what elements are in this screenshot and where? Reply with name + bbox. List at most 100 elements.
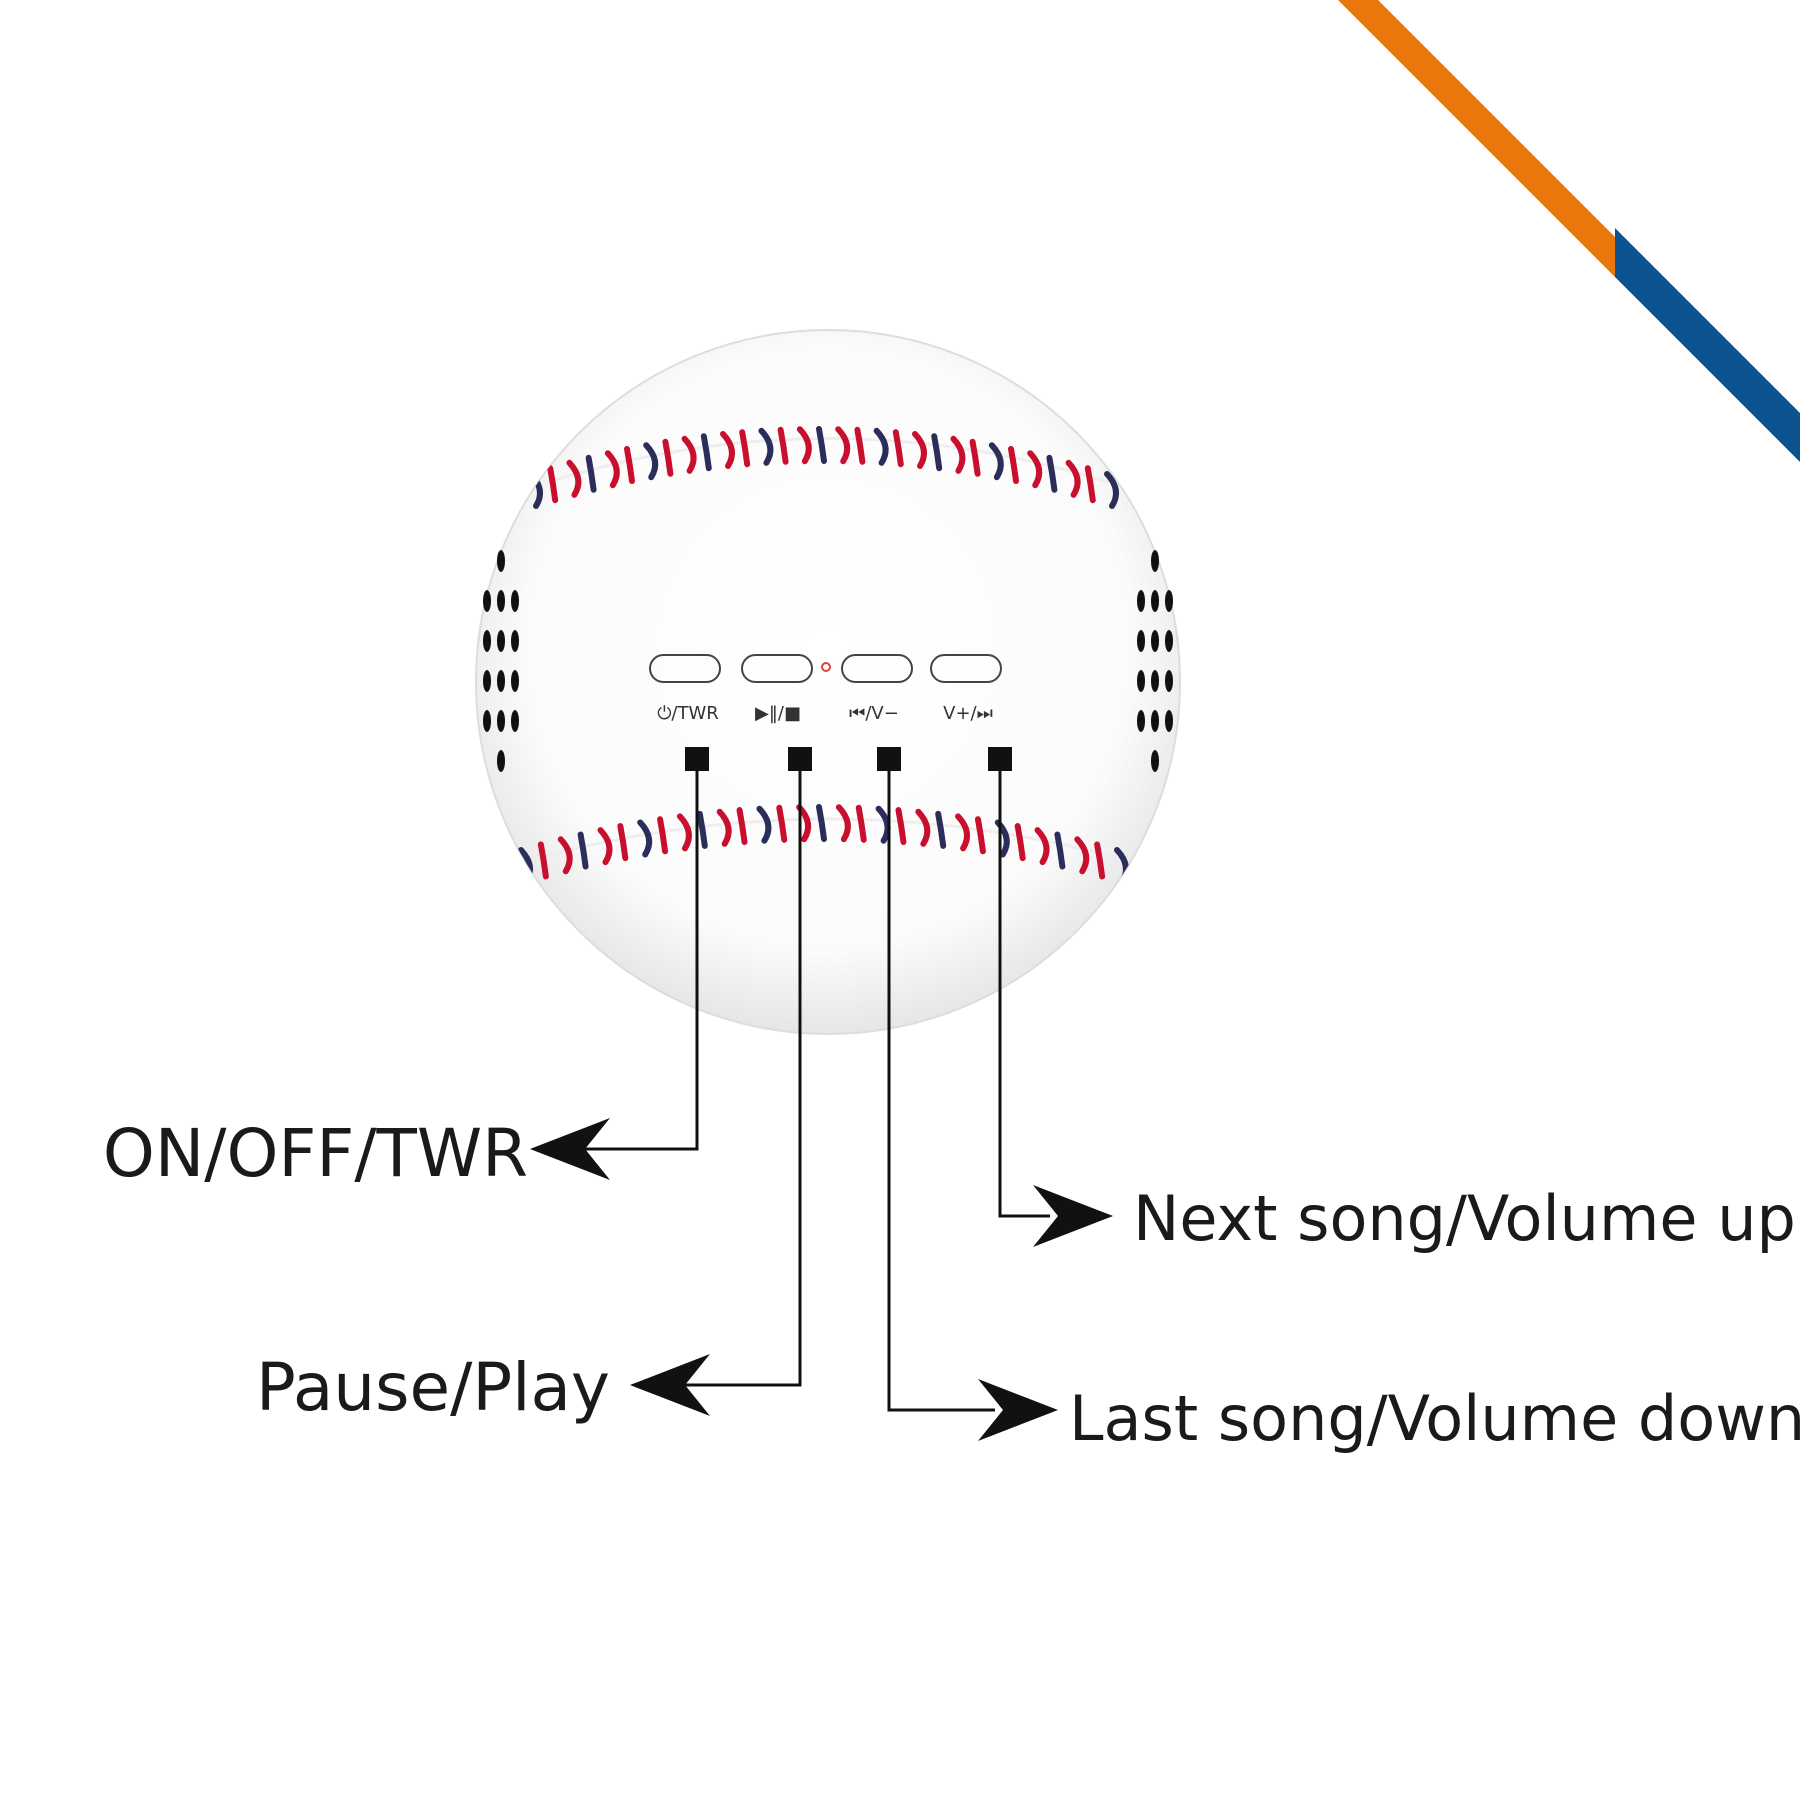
seam-stitch bbox=[1027, 450, 1043, 489]
seam-stitch bbox=[1046, 454, 1058, 493]
grille-hole bbox=[1151, 590, 1159, 612]
seam-stitch bbox=[969, 438, 981, 477]
play-pause-button-legend: ▶‖/■ bbox=[755, 703, 801, 724]
prev-leader-line bbox=[887, 771, 995, 1412]
grille-hole bbox=[1151, 550, 1159, 572]
seam-stitch bbox=[776, 804, 788, 843]
grille-hole bbox=[1137, 670, 1145, 692]
ball-body bbox=[475, 329, 1181, 1035]
play-leader-line bbox=[680, 771, 802, 1387]
grille-hole bbox=[1165, 710, 1173, 732]
seam-stitch bbox=[720, 431, 735, 469]
seam-stitch bbox=[1104, 471, 1119, 509]
seam-stitch bbox=[585, 454, 597, 493]
power-button[interactable] bbox=[649, 654, 721, 683]
next-leader-anchor bbox=[988, 747, 1012, 771]
seam-stitch bbox=[935, 810, 947, 849]
grille-hole bbox=[511, 710, 519, 732]
seam-stitch bbox=[835, 804, 851, 843]
grille-hole bbox=[497, 750, 505, 772]
grille-hole bbox=[511, 670, 519, 692]
next-track-button[interactable] bbox=[930, 654, 1002, 683]
callout-power: ON/OFF/TWR bbox=[103, 1115, 528, 1192]
grille-hole bbox=[483, 630, 491, 652]
seam-stitch bbox=[758, 427, 774, 466]
seam-stitch bbox=[915, 808, 931, 847]
seam-stitch bbox=[988, 442, 1004, 481]
grille-hole bbox=[1137, 590, 1145, 612]
previous-track-button[interactable] bbox=[841, 654, 913, 683]
grille-hole bbox=[1151, 750, 1159, 772]
seam-stitch bbox=[739, 429, 751, 468]
grille-hole bbox=[1165, 590, 1173, 612]
callout-play: Pause/Play bbox=[256, 1349, 610, 1426]
next-track-button-legend: V+/⏭ bbox=[943, 703, 993, 724]
seam-stitch bbox=[892, 429, 904, 468]
bottom-seam-stitches bbox=[518, 804, 1129, 885]
seam-stitch bbox=[676, 813, 692, 852]
seam-stitch bbox=[855, 804, 867, 843]
seam-stitch bbox=[854, 426, 866, 465]
seam-stitch bbox=[835, 426, 851, 465]
callout-prev: Last song/Volume down bbox=[1069, 1382, 1800, 1455]
control-panel: ⏻/TWR ▶‖/■ ⏮/V− V+/⏭ bbox=[649, 654, 1002, 724]
grille-hole bbox=[497, 630, 505, 652]
grille-hole bbox=[1151, 670, 1159, 692]
seam-stitch bbox=[816, 426, 827, 464]
grille-hole bbox=[483, 710, 491, 732]
seam-stitch bbox=[700, 433, 712, 472]
seam-stitch bbox=[1054, 831, 1066, 870]
prev-leader-anchor bbox=[877, 747, 901, 771]
seam-stitch bbox=[604, 450, 620, 489]
seam-stitch bbox=[736, 807, 748, 846]
arrow-right-icon bbox=[1033, 1185, 1113, 1247]
seam-stitch bbox=[950, 435, 966, 474]
seam-stitch bbox=[912, 431, 927, 469]
grille-hole bbox=[511, 590, 519, 612]
seam-stitch bbox=[597, 827, 613, 866]
grille-hole bbox=[1165, 630, 1173, 652]
play-pause-button[interactable] bbox=[741, 654, 813, 683]
seam-stitch bbox=[624, 446, 635, 484]
grille-hole bbox=[497, 670, 505, 692]
seam-stitch bbox=[716, 808, 732, 847]
seam-stitch bbox=[931, 433, 943, 472]
seam-stitch bbox=[796, 426, 812, 465]
seam-stitch bbox=[557, 836, 573, 875]
seam-stitch bbox=[875, 805, 891, 844]
seam-stitch bbox=[662, 438, 674, 477]
arrow-right-icon bbox=[978, 1379, 1058, 1441]
speaker-grille-icon bbox=[1137, 550, 1173, 772]
top-seam-stitches bbox=[528, 426, 1119, 509]
grille-hole bbox=[1137, 630, 1145, 652]
callout-next: Next song/Volume up bbox=[1133, 1182, 1796, 1255]
seam-stitch bbox=[547, 465, 559, 504]
seam-stitch bbox=[537, 841, 549, 880]
speaker-grille-icon bbox=[483, 550, 519, 772]
accent-stripe-orange bbox=[1338, 0, 1615, 277]
seam-stitch bbox=[1094, 841, 1106, 880]
seam-stitch bbox=[895, 807, 907, 846]
grille-hole bbox=[497, 590, 505, 612]
baseball-speaker: ⏻/TWR ▶‖/■ ⏮/V− V+/⏭ bbox=[475, 329, 1181, 1035]
grille-hole bbox=[483, 670, 491, 692]
previous-track-button-legend: ⏮/V− bbox=[849, 703, 899, 724]
seam-stitch bbox=[1065, 459, 1081, 498]
seam-stitch bbox=[756, 805, 772, 844]
seam-stitch bbox=[637, 819, 653, 858]
callout-leaders bbox=[530, 747, 1113, 1441]
led-indicator-icon bbox=[821, 662, 831, 672]
power-leader-anchor bbox=[685, 747, 709, 771]
seam-stitch bbox=[696, 810, 708, 849]
accent-stripe-blue bbox=[1615, 228, 1800, 462]
seam-stitch bbox=[1014, 823, 1026, 862]
seam-stitch bbox=[681, 435, 697, 474]
seam-stitch bbox=[955, 813, 971, 852]
arrow-left-icon bbox=[630, 1354, 710, 1416]
grille-hole bbox=[483, 590, 491, 612]
power-button-legend: ⏻/TWR bbox=[657, 703, 719, 724]
grille-hole bbox=[497, 550, 505, 572]
power-leader-line bbox=[560, 771, 699, 1151]
next-leader-line bbox=[998, 771, 1050, 1218]
